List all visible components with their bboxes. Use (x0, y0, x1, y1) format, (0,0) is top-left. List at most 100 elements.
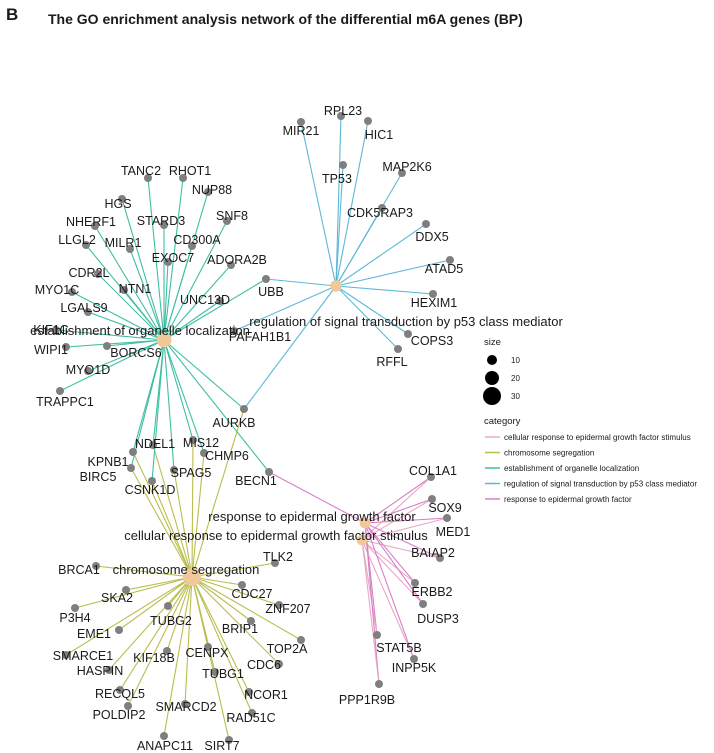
edge-est-unc13d (163, 300, 221, 341)
gene-node-lgals9 (84, 308, 92, 316)
edge-egfr-erbb2 (364, 522, 416, 584)
legend-category-label-3: regulation of signal transduction by p53… (504, 480, 697, 489)
gene-node-unc13d (216, 297, 224, 305)
hub-node-est (156, 332, 172, 348)
gene-node-rffl (394, 345, 402, 353)
gene-node-ntn1 (120, 286, 128, 294)
gene-label-ntn1: NTN1 (119, 282, 152, 296)
edge-est-lgals9 (87, 311, 165, 341)
gene-label-poldip2: POLDIP2 (93, 708, 146, 722)
gene-node-rpl23 (337, 112, 345, 120)
edge-p53-rpl23 (335, 115, 342, 287)
gene-node-tubg1 (211, 668, 219, 676)
gene-node-ska2 (122, 586, 130, 594)
edge-p53-mir21 (300, 121, 337, 287)
gene-node-nherf1 (91, 222, 99, 230)
gene-label-stard3: STARD3 (137, 214, 185, 228)
gene-label-erbb2: ERBB2 (412, 585, 453, 599)
legend-category-label-1: chromosome segregation (504, 449, 594, 458)
gene-node-tubg2 (164, 602, 172, 610)
gene-node-brca1 (92, 562, 100, 570)
gene-node-anapc11 (160, 732, 168, 740)
hub-label-cegf: cellular response to epidermal growth fa… (124, 528, 428, 543)
legend-category-label-2: establishment of organelle localization (504, 464, 639, 473)
edge-p53-rffl (335, 285, 399, 350)
edge-chr-ncor1 (191, 576, 250, 693)
gene-node-pafah1b1 (230, 327, 238, 335)
gene-label-birc5: BIRC5 (80, 470, 117, 484)
gene-label-brip1: BRIP1 (222, 622, 258, 636)
edge-p53-cdk5rap3 (335, 207, 383, 287)
edge-chr-tlk2 (191, 562, 276, 578)
legend-size-label-10: 10 (511, 356, 520, 365)
gene-label-col1a1: COL1A1 (409, 464, 457, 478)
edge-chr-ska2 (125, 576, 193, 591)
gene-label-smarce1: SMARCE1 (53, 649, 113, 663)
edge-cegf-erbb2 (361, 539, 416, 584)
gene-node-tlk2 (271, 559, 279, 567)
gene-label-nup88: NUP88 (192, 183, 232, 197)
edge-est-borcs6 (106, 339, 165, 347)
legend-category-label-4: response to epidermal growth factor (504, 495, 632, 504)
figure-title: The GO enrichment analysis network of th… (48, 11, 523, 27)
gene-label-rffl: RFFL (376, 355, 407, 369)
gene-label-lgals9: LGALS9 (60, 301, 107, 315)
gene-node-cenpx (204, 643, 212, 651)
gene-node-milr1 (126, 245, 134, 253)
edge-chr-znf207 (191, 576, 280, 606)
gene-label-mir21: MIR21 (283, 124, 320, 138)
gene-label-ppp1r9b: PPP1R9B (339, 693, 395, 707)
edge-est-chmp6 (163, 339, 205, 454)
gene-node-tp53 (339, 161, 347, 169)
gene-label-csnk1d: CSNK1D (125, 483, 176, 497)
gene-label-kpnb1: KPNB1 (88, 455, 129, 469)
edge-est-rhot1 (163, 177, 184, 341)
hub-labels: establishment of organelle localizationr… (30, 314, 563, 577)
gene-node-adora2b (227, 261, 235, 269)
gene-label-wipi1: WIPI1 (34, 343, 68, 357)
edge-est-trappc1 (59, 339, 165, 392)
gene-node-p3h4 (71, 604, 79, 612)
gene-label-milr1: MILR1 (105, 236, 142, 250)
edge-cegf-baiap2 (361, 539, 441, 559)
gene-label-stat5b: STAT5B (376, 641, 421, 655)
gene-node-cd300a (188, 242, 196, 250)
gene-node-csnk1d (148, 477, 156, 485)
gene-node-hgs (118, 195, 126, 203)
edge-est-snf8 (163, 220, 228, 341)
gene-label-kif18b: KIF18B (133, 651, 175, 665)
edge-chr-ndel1 (152, 444, 193, 578)
gene-node-hic1 (364, 117, 372, 125)
gene-node-birc5 (127, 464, 135, 472)
gene-node-becn1 (265, 468, 273, 476)
gene-node-ddx5 (422, 220, 430, 228)
edge-est-spag5 (163, 339, 175, 471)
gene-label-cdc6: CDC6 (247, 658, 281, 672)
edge-p53-atad5 (335, 259, 451, 287)
gene-node-rad51c (248, 709, 256, 717)
edge-egfr-sox9 (364, 498, 433, 524)
legend-size-label-20: 20 (511, 374, 520, 383)
gene-node-recql5 (116, 686, 124, 694)
gene-node-top2a (297, 636, 305, 644)
gene-label-ubb: UBB (258, 285, 284, 299)
gene-node-brip1 (247, 617, 255, 625)
edge-cegf-ppp1r9b (361, 539, 380, 685)
edge-chr-chmp6 (191, 452, 205, 578)
edge-chr-eme1 (118, 576, 193, 631)
edge-est-hgs (121, 198, 165, 341)
gene-node-trappc1 (56, 387, 64, 395)
edge-p53-ddx5 (335, 223, 427, 287)
gene-label-spag5: SPAG5 (171, 466, 212, 480)
gene-label-atad5: ATAD5 (425, 262, 463, 276)
edge-p53-hic1 (335, 120, 369, 287)
panel-letter: B (6, 5, 18, 24)
gene-label-rpl23: RPL23 (324, 104, 362, 118)
edge-egfr-becn1 (268, 471, 366, 524)
gene-label-p3h4: P3H4 (59, 611, 90, 625)
edge-chr-cdc6 (191, 576, 280, 665)
edge-chr-rad51c (191, 576, 253, 714)
gene-label-borcs6: BORCS6 (110, 346, 161, 360)
edge-chr-aurkb (191, 408, 245, 578)
gene-label-cenpx: CENPX (185, 646, 229, 660)
